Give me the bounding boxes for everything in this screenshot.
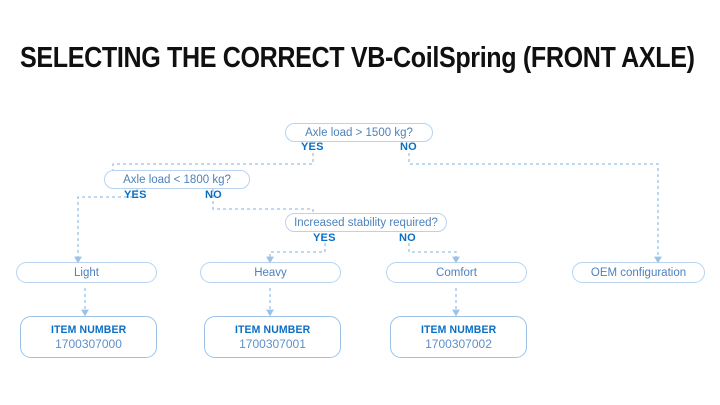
result-heavy[interactable]: Heavy [200,262,341,283]
item-number-heavy[interactable]: ITEM NUMBER 1700307001 [204,316,341,358]
decision-increased-stability-yes: YES [313,232,336,244]
result-comfort[interactable]: Comfort [386,262,527,283]
page-title: SELECTING THE CORRECT VB-CoilSpring (FRO… [20,42,695,74]
item-number-light[interactable]: ITEM NUMBER 1700307000 [20,316,157,358]
result-oem-configuration-label: OEM configuration [590,266,687,279]
decision-increased-stability-label: Increased stability required? [294,216,438,229]
item-number-comfort-label: ITEM NUMBER [420,323,497,336]
decision-axle-load-1800-yes: YES [124,189,147,201]
decision-axle-load-1800[interactable]: Axle load < 1800 kg? [104,170,250,189]
item-number-light-label: ITEM NUMBER [50,323,127,336]
result-light[interactable]: Light [16,262,157,283]
item-number-comfort[interactable]: ITEM NUMBER 1700307002 [390,316,527,358]
decision-axle-load-1500[interactable]: Axle load > 1500 kg? [285,123,433,142]
edge-d1-no-to-oem [408,153,662,264]
item-number-heavy-value: 1700307001 [239,336,306,351]
item-number-light-value: 1700307000 [55,336,122,351]
result-oem-configuration[interactable]: OEM configuration [572,262,705,283]
decision-axle-load-1800-label: Axle load < 1800 kg? [123,173,231,186]
edge-d2-yes-to-light [74,183,138,264]
edge-d1-yes-to-d2 [112,153,314,172]
edge-d3-no-to-comfort [408,243,460,264]
item-number-comfort-value: 1700307002 [425,336,492,351]
edge-d2-no-to-d3 [212,183,314,216]
item-number-heavy-label: ITEM NUMBER [234,323,311,336]
edge-d3-yes-to-heavy [266,243,326,264]
decision-axle-load-1800-no: NO [205,189,222,201]
decision-axle-load-1500-no: NO [400,141,417,153]
result-light-label: Light [74,266,99,279]
decision-axle-load-1500-yes: YES [301,141,324,153]
result-comfort-label: Comfort [436,266,477,279]
decision-increased-stability-no: NO [399,232,416,244]
decision-increased-stability[interactable]: Increased stability required? [285,213,447,232]
decision-axle-load-1500-label: Axle load > 1500 kg? [305,126,413,139]
result-heavy-label: Heavy [254,266,287,279]
